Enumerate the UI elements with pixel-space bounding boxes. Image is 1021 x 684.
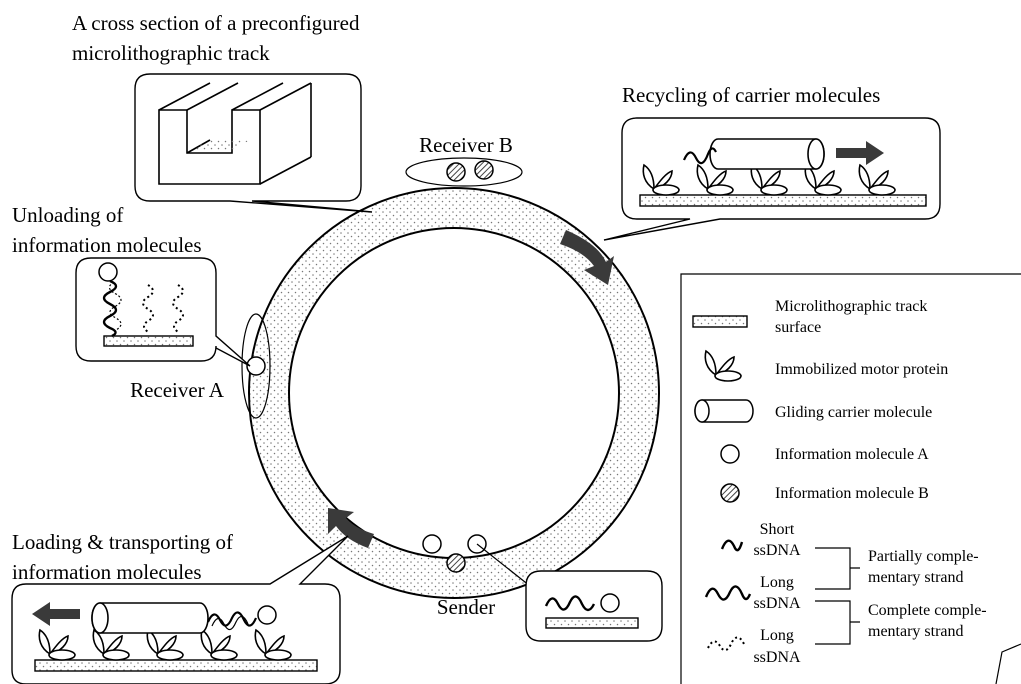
legend-track-label-1: Microlithographic track [775, 298, 927, 315]
sender-callout [476, 543, 663, 642]
info-molecule-a-icon [246, 356, 266, 376]
sender-label: Sender [437, 595, 495, 619]
legend-motor-protein-icon [704, 350, 742, 382]
legend-carrier-icon [694, 399, 754, 423]
legend-carrier-label: Gliding carrier molecule [775, 404, 932, 421]
counterclockwise-arrow-icon [328, 508, 374, 548]
direction-arrows [328, 230, 614, 548]
info-molecule-b-icon [446, 553, 466, 573]
receiver-a-node: Receiver A [130, 313, 271, 419]
legend-info-a-label: Information molecule A [775, 446, 929, 463]
track-surface-icon [545, 617, 639, 629]
legend-long2-label-1: Long [760, 627, 794, 644]
legend-track-surface-icon [692, 315, 748, 328]
cross-section-callout: A cross section of a preconfigured micro… [72, 11, 373, 213]
info-molecule-a-icon [422, 534, 442, 554]
legend-long-label-2: ssDNA [753, 595, 801, 612]
receiver-a-label: Receiver A [130, 378, 225, 402]
info-molecule-a-icon [600, 593, 620, 613]
legend-complete-label-1: Complete comple- [868, 602, 987, 619]
gliding-carrier-icon [682, 138, 825, 170]
track-cross-section-icon [158, 82, 312, 185]
unloading-title-2: information molecules [12, 233, 202, 257]
legend-short-ssdna-icon [720, 539, 744, 552]
clockwise-arrow-icon [560, 230, 614, 285]
legend-partial-label-1: Partially comple- [868, 548, 979, 565]
receiver-b-node: Receiver B [405, 133, 523, 187]
info-molecule-b-icon [474, 160, 494, 180]
legend-info-a-icon [720, 444, 740, 464]
legend-complete-label-2: mentary strand [868, 623, 964, 640]
legend-info-b-label: Information molecule B [775, 485, 929, 502]
legend-motor-label: Immobilized motor protein [775, 361, 948, 378]
legend-short-label-1: Short [760, 521, 795, 538]
legend-long-label-1: Long [760, 574, 794, 591]
legend: Microlithographic track surface Immobili… [680, 273, 1021, 684]
legend-track-label-2: surface [775, 319, 821, 336]
loading-callout: Loading & transporting of information mo… [11, 530, 349, 684]
track-surface-icon [34, 659, 318, 672]
legend-long-ssdna-icon [704, 585, 752, 601]
sender-node: Sender [422, 534, 495, 619]
legend-complement-ssdna-icon [707, 636, 745, 652]
legend-short-label-2: ssDNA [753, 542, 801, 559]
loading-title-2: information molecules [12, 560, 202, 584]
receiver-b-label: Receiver B [419, 133, 513, 157]
legend-partial-label-2: mentary strand [868, 569, 964, 586]
cross-section-title-2: microlithographic track [72, 41, 270, 65]
recycling-callout: Recycling of carrier molecules [603, 83, 941, 241]
recycling-title: Recycling of carrier molecules [622, 83, 880, 107]
unloading-callout: Unloading of information molecules [12, 203, 251, 367]
page-curl-icon [995, 643, 1021, 684]
legend-long2-label-2: ssDNA [753, 649, 801, 666]
move-right-arrow-icon [836, 141, 884, 165]
loading-title-1: Loading & transporting of [12, 530, 233, 554]
info-molecule-b-icon [446, 162, 466, 182]
unloading-title-1: Unloading of [12, 203, 123, 227]
circular-track [248, 187, 660, 599]
legend-info-b-icon [720, 483, 740, 503]
info-molecule-a-icon [257, 605, 277, 625]
info-molecule-a-icon [98, 262, 118, 282]
move-left-arrow-icon [32, 602, 80, 626]
track-surface-icon [103, 335, 194, 347]
track-surface-icon [639, 194, 927, 207]
cross-section-title-1: A cross section of a preconfigured [72, 11, 360, 35]
gliding-carrier-icon [91, 602, 277, 634]
